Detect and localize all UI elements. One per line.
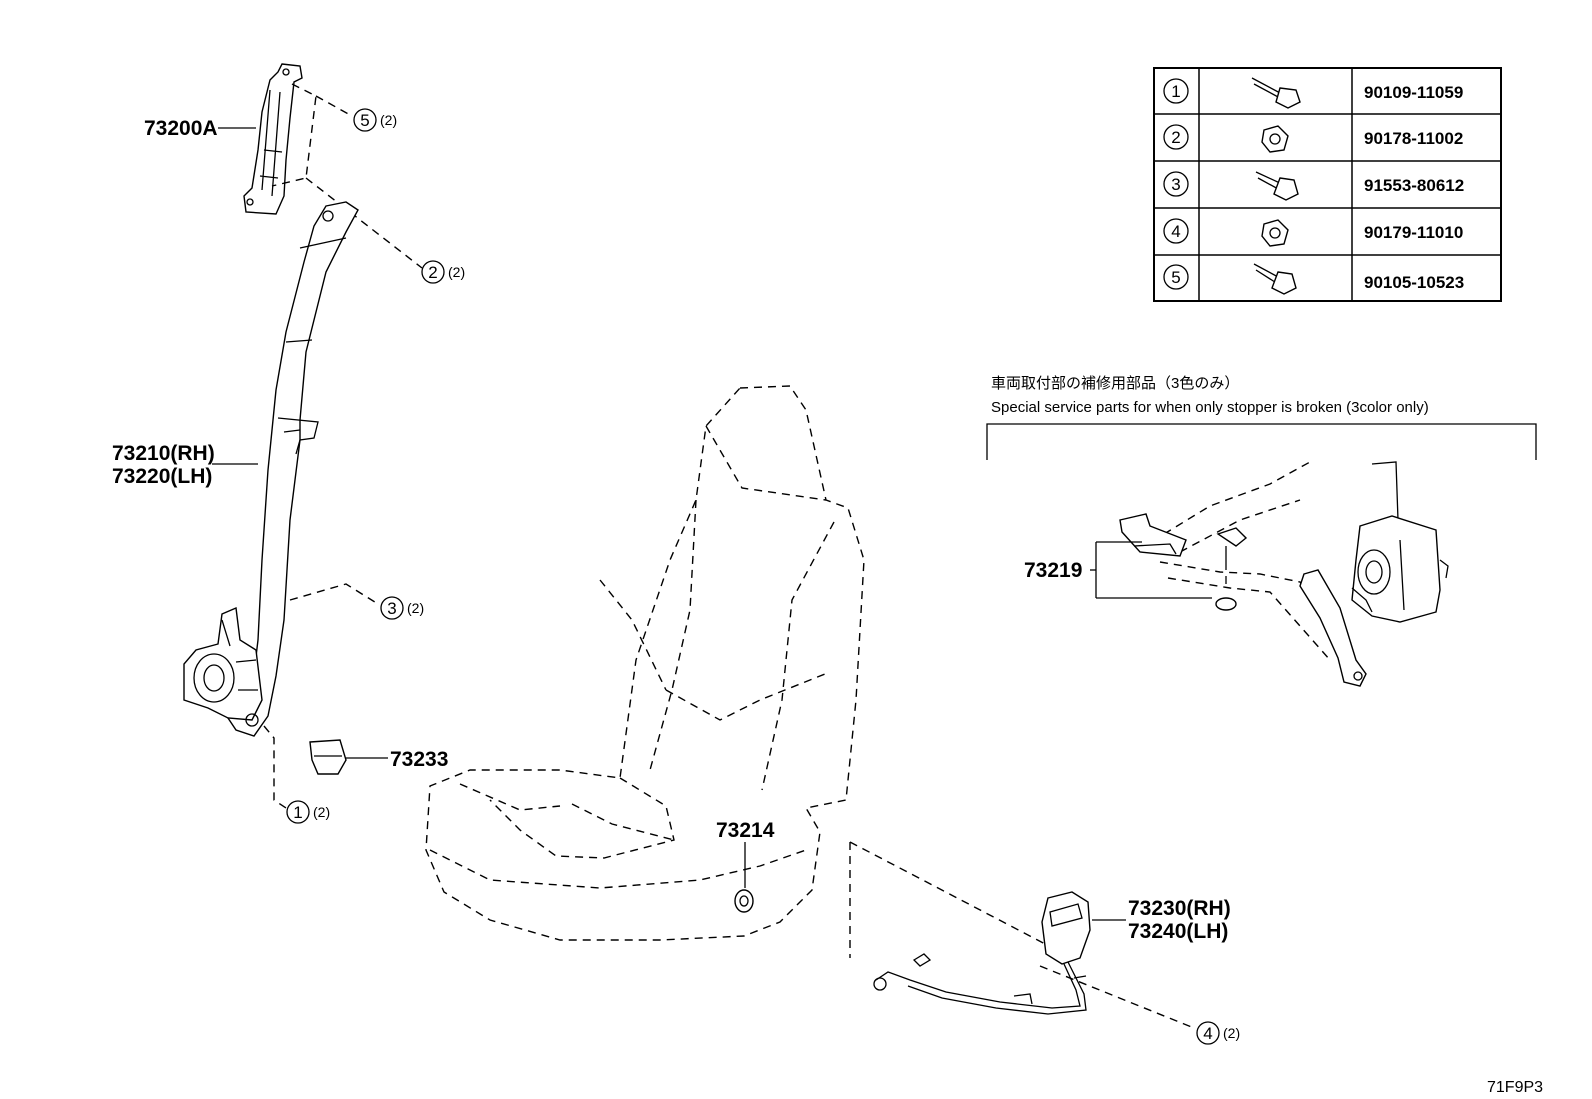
service-note-en: Special service parts for when only stop… bbox=[991, 399, 1429, 416]
ref-circle-3: 3 (2) bbox=[380, 596, 424, 620]
ref-qty: (2) bbox=[1223, 1025, 1240, 1041]
seat-belt-buckle bbox=[873, 891, 1091, 1015]
svg-text:1: 1 bbox=[1171, 82, 1180, 101]
svg-text:2: 2 bbox=[428, 263, 437, 282]
svg-text:2: 2 bbox=[1171, 128, 1180, 147]
ref-circle-5: 5 (2) bbox=[353, 108, 397, 132]
seat-outline bbox=[425, 385, 865, 941]
bolt-icon bbox=[1251, 77, 1301, 109]
seat-belt-assembly bbox=[183, 201, 359, 737]
part-number: 91553-80612 bbox=[1364, 176, 1464, 195]
ref-circle-2: 2 (2) bbox=[421, 260, 465, 284]
part-number: 90109-11059 bbox=[1364, 83, 1463, 102]
ref-circle-1: 1 (2) bbox=[286, 800, 330, 824]
svg-text:4: 4 bbox=[1171, 222, 1180, 241]
table-row: 3 91553-80612 bbox=[1163, 171, 1464, 201]
ref-circle-4: 4 (2) bbox=[1196, 1021, 1240, 1045]
part-label-73214: 73214 bbox=[716, 819, 775, 842]
nut-icon bbox=[1261, 219, 1289, 247]
part-label-73220-lh: 73220(LH) bbox=[112, 465, 212, 488]
svg-text:4: 4 bbox=[1203, 1024, 1212, 1043]
table-row: 2 90178-11002 bbox=[1163, 124, 1463, 153]
part-number: 90178-11002 bbox=[1364, 129, 1463, 148]
service-note-jp: 車両取付部の補修用部品（3色のみ） bbox=[991, 375, 1239, 392]
ref-qty: (2) bbox=[313, 804, 330, 820]
svg-text:3: 3 bbox=[387, 599, 396, 618]
upper-anchor-bracket bbox=[243, 63, 303, 215]
ref-qty: (2) bbox=[407, 600, 424, 616]
ref-qty: (2) bbox=[448, 264, 465, 280]
bolt-icon bbox=[1253, 263, 1297, 295]
part-number: 90105-10523 bbox=[1364, 273, 1464, 292]
bolt-icon bbox=[1255, 171, 1299, 201]
svg-text:5: 5 bbox=[1171, 268, 1180, 287]
table-row: 5 90105-10523 bbox=[1163, 263, 1464, 295]
figure-code: 71F9P3 bbox=[1487, 1079, 1543, 1096]
svg-text:3: 3 bbox=[1171, 175, 1180, 194]
grommet-73214 bbox=[734, 889, 754, 913]
table-row: 1 90109-11059 bbox=[1163, 77, 1463, 109]
table-row: 4 90179-11010 bbox=[1163, 218, 1463, 247]
part-label-73233: 73233 bbox=[390, 748, 448, 771]
svg-text:1: 1 bbox=[293, 803, 302, 822]
part-label-73210-rh: 73210(RH) bbox=[112, 442, 215, 465]
part-label-73200A: 73200A bbox=[144, 117, 218, 140]
part-label-73240-lh: 73240(LH) bbox=[1128, 920, 1228, 943]
part-number: 90179-11010 bbox=[1364, 223, 1463, 242]
belt-cover-73233 bbox=[309, 739, 347, 775]
hardware-table: 1 90109-11059 2 90178-11002 3 91553-8061 bbox=[1153, 67, 1502, 302]
ref-qty: (2) bbox=[380, 112, 397, 128]
nut-icon bbox=[1261, 125, 1289, 153]
stopper-assembly bbox=[1119, 461, 1449, 687]
svg-text:5: 5 bbox=[360, 111, 369, 130]
part-label-73230-rh: 73230(RH) bbox=[1128, 897, 1231, 920]
part-label-73219: 73219 bbox=[1024, 559, 1082, 582]
